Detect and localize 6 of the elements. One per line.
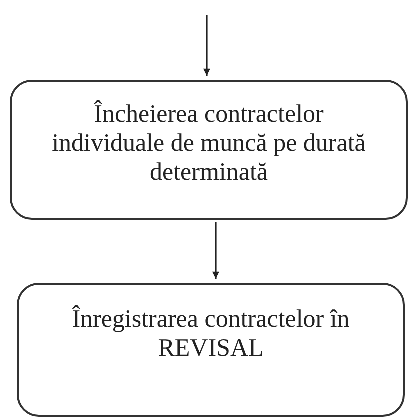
process-box [10,80,408,220]
arrow [212,222,220,279]
process-box [17,283,405,417]
arrow [203,15,210,76]
box-text: Înregistrarea contractelor în REVISAL [71,305,351,363]
box-text: Încheierea contractelor individuale de muncă pe durată determinată [51,100,367,187]
